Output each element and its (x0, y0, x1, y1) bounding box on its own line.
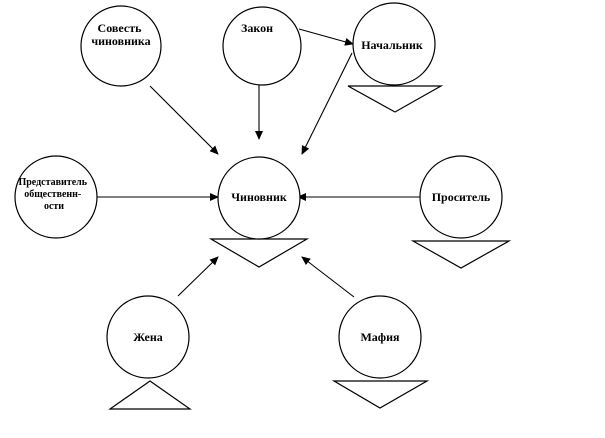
predstavitel-node (14, 155, 98, 239)
zakon-label: Закон (241, 21, 273, 35)
arrow-nachalnik-to-chinovnik (301, 52, 353, 155)
prositel-node (419, 155, 503, 239)
prositel-triangle (410, 240, 512, 269)
labels-layer: Совесть чиновника Закон Начальник Предст… (18, 21, 490, 344)
sovest-node (80, 5, 162, 87)
nachalnik-node (352, 2, 436, 86)
nachalnik-label: Начальник (361, 38, 423, 52)
arrow-zhena-to-chinovnik (177, 256, 219, 297)
predstavitel-label: Представитель общественн- ости (18, 177, 89, 212)
arrow-mafia-to-chinovnik (301, 256, 355, 298)
chinovnik-label: Чиновник (231, 190, 287, 204)
prositel-label: Проситель (432, 190, 491, 204)
zhena-node (106, 295, 190, 379)
arrow-sovest-to-chinovnik (149, 85, 219, 155)
mafia-triangle (331, 380, 430, 409)
mafia-label: Мафия (360, 330, 400, 344)
edges-layer (96, 28, 421, 298)
zhena-triangle (108, 380, 192, 410)
nachalnik-triangle (347, 85, 444, 113)
chinovnik-node (217, 156, 301, 240)
chinovnik-triangle (208, 238, 310, 268)
zakon-node (222, 6, 302, 86)
mafia-node (338, 295, 422, 379)
sovest-label: Совесть чиновника (91, 21, 150, 48)
zhena-label: Жена (133, 330, 163, 344)
arrow-zakon-to-nachalnik (298, 28, 354, 46)
circles-layer (14, 2, 503, 379)
